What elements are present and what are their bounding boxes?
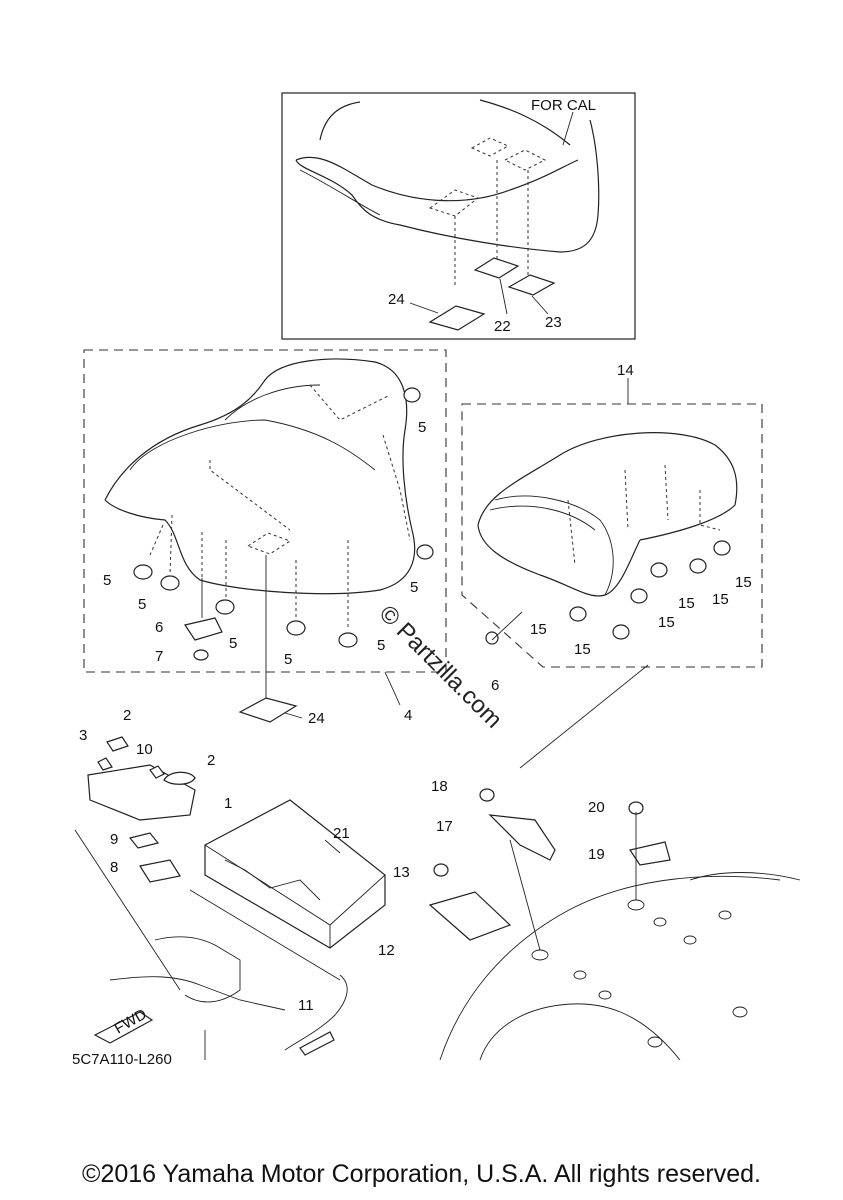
callout-5-a: 5 bbox=[418, 419, 426, 436]
callout-15-d: 15 bbox=[658, 614, 675, 631]
callout-15-b: 15 bbox=[712, 591, 729, 608]
callout-2-a: 2 bbox=[123, 707, 131, 724]
callout-5-c: 5 bbox=[103, 572, 111, 589]
diagram-code: 5C7A110-L260 bbox=[72, 1051, 172, 1068]
callout-19: 19 bbox=[588, 846, 605, 863]
inset-note: FOR CAL bbox=[531, 97, 596, 114]
callout-4: 4 bbox=[404, 707, 412, 724]
callout-11: 11 bbox=[298, 997, 314, 1014]
callout-2-b: 2 bbox=[207, 752, 215, 769]
callout-13: 13 bbox=[393, 864, 410, 881]
rear-seat-assembly: 14 15 15 15 15 15 15 6 bbox=[461, 362, 763, 694]
callout-8: 8 bbox=[110, 859, 118, 876]
rear-frame-hardware: 18 17 13 12 20 19 bbox=[378, 664, 801, 1061]
watermark: © Partzilla.com bbox=[374, 600, 507, 733]
callout-1: 1 bbox=[224, 795, 232, 812]
callout-15-a: 15 bbox=[735, 574, 752, 591]
callout-5-e: 5 bbox=[229, 635, 237, 652]
copyright-notice: ©2016 Yamaha Motor Corporation, U.S.A. A… bbox=[82, 1160, 761, 1188]
callout-5-g: 5 bbox=[377, 637, 385, 654]
callout-18: 18 bbox=[431, 778, 448, 795]
seat-lock-assembly: FWD 2 2 3 10 1 9 8 11 5C7A110-L260 bbox=[72, 707, 348, 1068]
callout-5-b: 5 bbox=[410, 579, 418, 596]
callout-6-b: 6 bbox=[491, 677, 499, 694]
front-seat-assembly: 5 5 5 5 5 5 5 6 7 24 4 bbox=[83, 349, 447, 727]
callout-5-d: 5 bbox=[138, 596, 146, 613]
callout-6: 6 bbox=[155, 619, 163, 636]
callout-22: 22 bbox=[494, 318, 511, 335]
callout-21: 21 bbox=[333, 825, 350, 842]
inset-for-cal: FOR CAL 24 22 23 bbox=[281, 92, 636, 340]
fwd-label: FWD bbox=[112, 1006, 150, 1038]
callout-20: 20 bbox=[588, 799, 605, 816]
callout-14: 14 bbox=[617, 362, 634, 379]
callout-12: 12 bbox=[378, 942, 395, 959]
callout-5-f: 5 bbox=[284, 651, 292, 668]
callout-17: 17 bbox=[436, 818, 453, 835]
callout-23: 23 bbox=[545, 314, 562, 331]
callout-15-f: 15 bbox=[574, 641, 591, 658]
callout-9: 9 bbox=[110, 831, 118, 848]
callout-10: 10 bbox=[136, 741, 153, 758]
callout-3: 3 bbox=[79, 727, 87, 744]
callout-15-e: 15 bbox=[530, 621, 547, 638]
callout-24-b: 24 bbox=[308, 710, 325, 727]
callout-7: 7 bbox=[155, 648, 163, 665]
callout-24: 24 bbox=[388, 291, 405, 308]
callout-15-c: 15 bbox=[678, 595, 695, 612]
tool-kit-21: 21 bbox=[204, 799, 386, 949]
